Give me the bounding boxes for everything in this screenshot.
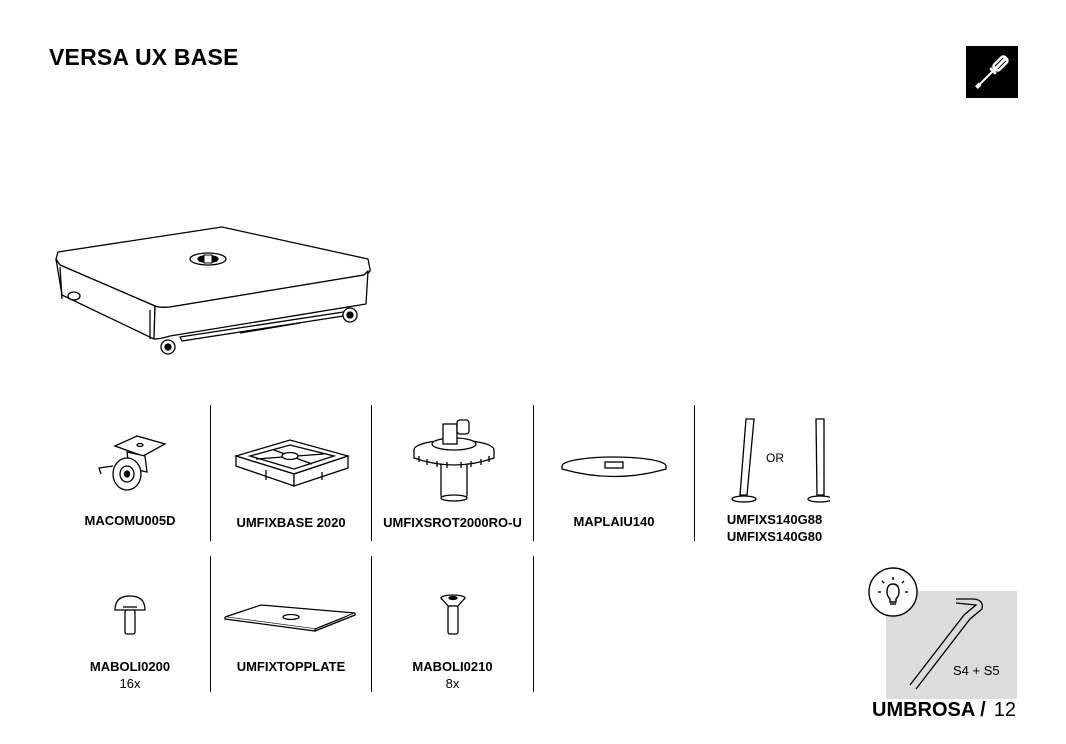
top-plate-icon xyxy=(224,604,356,632)
part-caster: MACOMU005D xyxy=(50,432,210,529)
part-fix-stem: OR UMFIXS140G88 UMFIXS140G80 xyxy=(712,415,837,545)
page-number: 12 xyxy=(993,699,1016,721)
part-quantity: 8x xyxy=(445,676,460,691)
part-code-alt: UMFIXS140G80 xyxy=(726,529,823,544)
part-quantity: 16x xyxy=(119,676,141,691)
plate-disc-icon xyxy=(561,456,667,478)
countersunk-bolt-icon xyxy=(439,594,466,635)
part-code: UMFIXTOPPLATE xyxy=(236,659,346,674)
base-frame-icon xyxy=(233,439,351,487)
part-code: UMFIXSROT2000RO-U xyxy=(383,515,522,530)
part-code: UMFIXS140G88 xyxy=(726,512,823,527)
part-fix-base: UMFIXBASE 2020 xyxy=(211,434,371,531)
part-code: MABOLI0200 xyxy=(89,659,171,674)
caster-wheel-icon xyxy=(98,435,167,491)
divider xyxy=(371,556,372,692)
allen-key-icon xyxy=(909,598,983,690)
part-code: MABOLI0210 xyxy=(412,659,493,674)
part-code: MACOMU005D xyxy=(84,513,176,528)
footer: UMBROSA / 12 xyxy=(872,699,1016,722)
divider xyxy=(210,405,211,541)
divider xyxy=(210,556,211,692)
or-label: OR xyxy=(766,451,784,465)
rotation-hub-icon xyxy=(412,419,495,502)
round-head-bolt-icon xyxy=(114,595,146,635)
assembled-base-illustration xyxy=(55,226,371,355)
allen-key-size-label: S4 + S5 xyxy=(953,663,1000,678)
divider xyxy=(371,405,372,541)
lightbulb-icon xyxy=(868,567,918,617)
part-bolt-round: MABOLI0200 16x xyxy=(50,592,210,692)
page-title: VERSA UX BASE xyxy=(49,44,239,70)
divider xyxy=(533,405,534,541)
part-code: UMFIXBASE 2020 xyxy=(236,515,346,530)
stem-tube-icon xyxy=(730,418,830,503)
part-code: MAPLAIU140 xyxy=(573,514,655,529)
divider xyxy=(533,556,534,692)
part-bolt-flat: MABOLI0210 8x xyxy=(372,592,533,692)
screwdriver-icon xyxy=(966,46,1018,98)
part-rotation-unit: UMFIXSROT2000RO-U xyxy=(372,414,533,531)
part-plate-disc: MAPLAIU140 xyxy=(534,454,694,530)
footer-brand: UMBROSA / xyxy=(872,699,986,721)
part-top-plate: UMFIXTOPPLATE xyxy=(211,603,371,675)
divider xyxy=(694,405,695,541)
